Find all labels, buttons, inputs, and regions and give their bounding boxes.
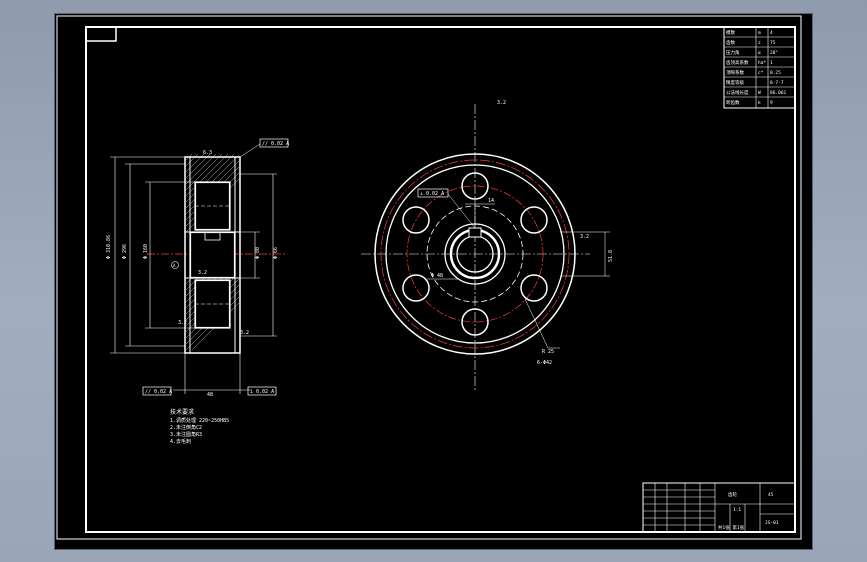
title-block <box>642 482 796 533</box>
inner-frame <box>85 26 796 533</box>
tolerance-frame-bottom-right <box>247 386 277 396</box>
params-cell: 精度等级 <box>726 79 744 86</box>
params-cell: α <box>758 51 761 56</box>
params-cell: 0.25 <box>770 70 781 76</box>
section-roughness-hub: 3.2 <box>198 270 207 276</box>
key-width-dim: 14 <box>488 198 494 204</box>
params-cell: 齿数 <box>726 39 735 46</box>
section-dim-4: Φ 66 <box>273 247 279 259</box>
datum-label: A <box>173 263 176 268</box>
section-roughness-bottom: 3.2 <box>178 320 187 326</box>
bore-dim: Φ 48 <box>431 273 443 279</box>
roughness-top-label: 6.3 <box>203 150 212 156</box>
params-cell: 压力角 <box>726 49 740 56</box>
chamfer-dim: R 25 <box>542 349 554 355</box>
outer-frame <box>56 15 802 540</box>
tech-req-title: 技术要求 <box>170 408 194 416</box>
tolerance-frame-top-text: // 0.02 A <box>262 141 289 147</box>
front-roughness-right: 3.2 <box>580 234 589 240</box>
params-cell: 跨齿数 <box>726 99 740 106</box>
title-sheet: 共1张 第1张 <box>718 524 745 531</box>
params-cell: 顶隙系数 <box>726 69 744 76</box>
tolerance-frame-top <box>259 138 289 148</box>
tech-req-4: 4.去毛刺 <box>170 438 191 445</box>
tolerance-frame-bottom-left-text: // 0.02 A <box>145 389 172 395</box>
params-cell: 公法线长度 <box>726 89 749 96</box>
section-dim-2: Φ 160 <box>143 244 149 259</box>
drawing-sheet: 6.3 // 0.02 A Φ 310.86 Φ 296 Φ 160 Φ 80 … <box>55 14 812 549</box>
tolerance-frame-bottom-right-text: ⊥ 0.02 A <box>250 389 274 395</box>
keyway-depth-dim: 51.8 <box>608 250 614 262</box>
section-view <box>110 153 285 394</box>
title-material: 45 <box>768 492 774 498</box>
section-dim-0: Φ 310.86 <box>106 235 112 259</box>
params-table <box>723 26 796 109</box>
params-cell: ha* <box>758 60 766 66</box>
params-cell: 20° <box>770 50 778 56</box>
section-dim-1: Φ 296 <box>122 244 128 259</box>
params-cell: 模数 <box>726 29 735 36</box>
params-cell: 1 <box>770 60 773 66</box>
tech-req-1: 1.调质处理 220~250HBS <box>170 417 229 424</box>
cad-drawing: 6.3 // 0.02 A Φ 310.86 Φ 296 Φ 160 Φ 80 … <box>56 15 802 540</box>
bore-tolerance-text: ⊥ 0.02 A <box>420 191 444 197</box>
title-drawing-no: JS-01 <box>765 520 779 526</box>
tech-req-2: 2.未注倒角C2 <box>170 424 202 431</box>
bore-tolerance-frame <box>417 188 449 198</box>
params-cell: c* <box>758 70 764 76</box>
front-view <box>361 104 610 392</box>
params-cell: 4 <box>770 30 773 36</box>
params-cell: 9 <box>770 100 773 106</box>
datum-symbol <box>171 261 179 269</box>
params-cell: 86.061 <box>770 90 787 96</box>
tech-req-3: 3.未注圆角R3 <box>170 431 202 438</box>
title-part-name: 齿轮 <box>728 491 737 498</box>
face-width-dim: 48 <box>207 392 213 398</box>
params-cell: k <box>758 100 761 106</box>
hole-dim: 6-Φ42 <box>537 360 552 366</box>
title-scale: 1:1 <box>733 507 741 513</box>
params-cell: m <box>758 31 761 36</box>
tolerance-frame-bottom-left <box>142 386 172 396</box>
params-rows: 模数 m 4 齿数 z 75 压力角 α 20° 齿顶高系数 ha* 1 顶隙系数 c* 0.25 精度等级 8… <box>726 29 787 106</box>
corner-code-box <box>85 26 117 42</box>
params-cell: z <box>758 41 761 46</box>
front-roughness-top: 3.2 <box>497 100 506 106</box>
params-cell: W <box>758 90 761 96</box>
tech-requirements: 技术要求 1.调质处理 220~250HBS 2.未注倒角C2 3.未注圆角R3… <box>170 408 229 445</box>
params-cell: 8-7-7 <box>770 80 784 86</box>
section-dim-3: Φ 80 <box>255 247 261 259</box>
params-cell: 75 <box>770 40 776 46</box>
section-roughness-right: 3.2 <box>240 330 249 336</box>
params-cell: 齿顶高系数 <box>726 59 749 66</box>
